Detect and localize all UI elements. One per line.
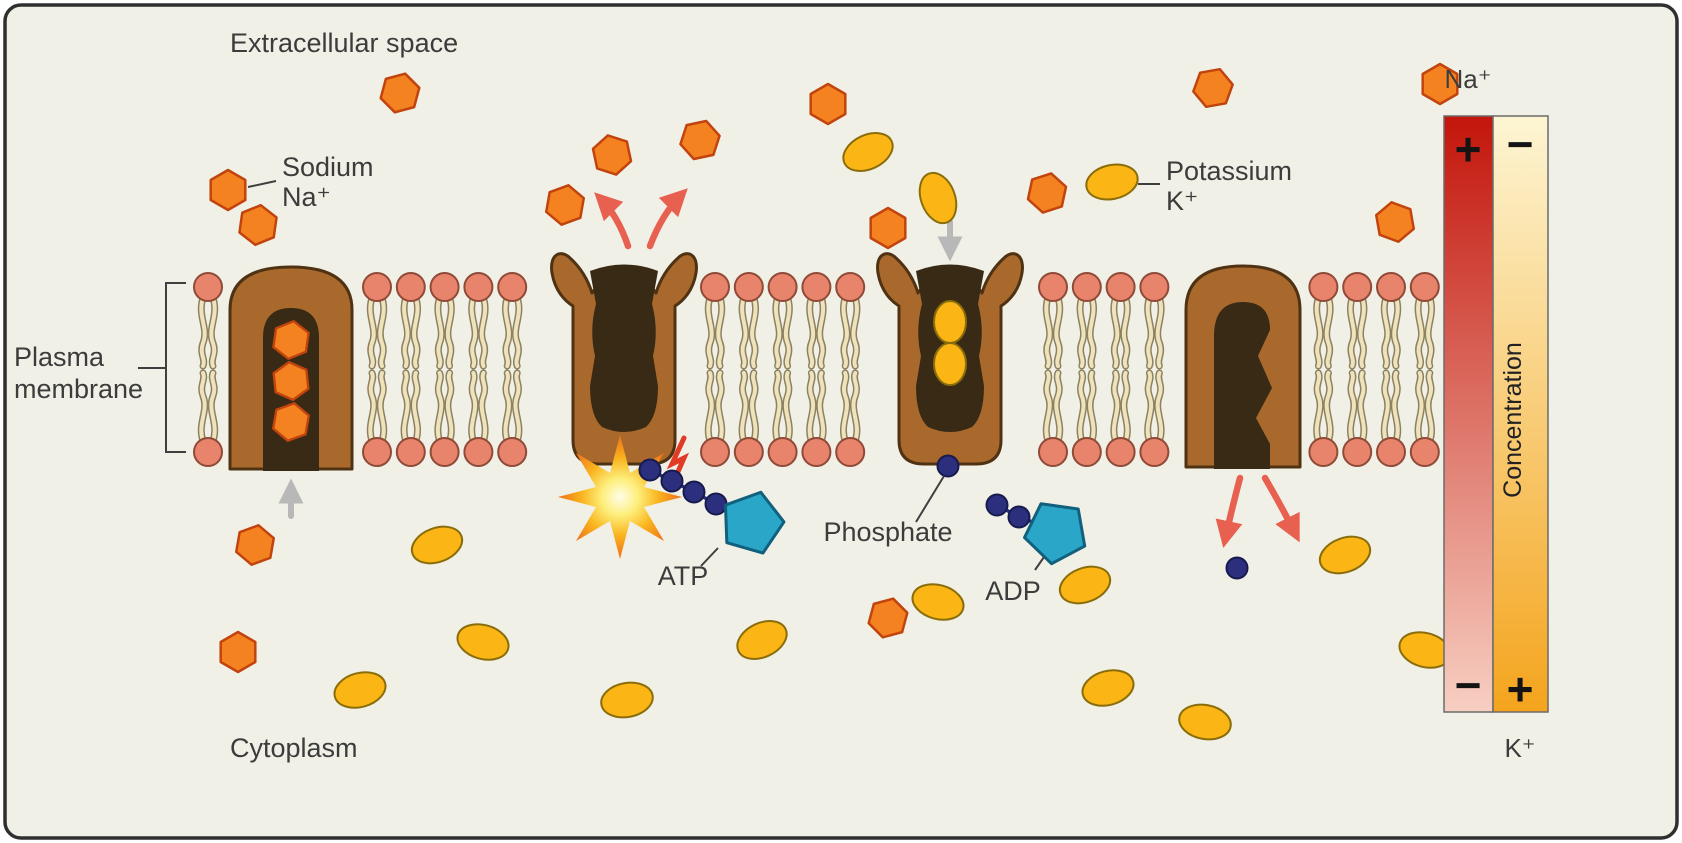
phosphate-icon	[638, 458, 662, 482]
pump-potassium-release	[1184, 264, 1302, 580]
potassium-ion-icon	[933, 342, 967, 386]
phosphate-icon	[660, 469, 684, 493]
sodium-ion-icon	[219, 630, 257, 674]
sodium-ion-icon	[209, 168, 247, 212]
energy-burst-icon	[558, 435, 682, 559]
plasma-membrane-bracket	[138, 282, 186, 453]
potassium-symbol-label: K⁺	[1166, 186, 1198, 216]
plasma-membrane-label: Plasma	[14, 342, 105, 372]
phosphate-icon	[936, 454, 960, 478]
phosphate-icon	[682, 480, 706, 504]
pump-sodium-binding	[228, 265, 354, 519]
na-bar-bottom-sign: −	[1455, 659, 1482, 711]
phosphate-icon	[1007, 505, 1031, 529]
sodium-release-arrow-icon	[594, 192, 632, 250]
sodium-ion-icon	[869, 206, 907, 250]
phosphate-icon	[704, 492, 728, 516]
atp-label: ATP	[658, 561, 709, 591]
concentration-label: Concentration	[1499, 342, 1527, 498]
extracellular-label: Extracellular space	[230, 28, 458, 58]
pump-potassium-binding	[876, 219, 1024, 478]
adp-phosphate: Phosphate ADP	[823, 475, 1092, 606]
concentration-gradient-panel: Na⁺ + − − + Concentration K⁺	[1443, 64, 1549, 763]
sodium-label: Sodium	[282, 152, 374, 182]
sodium-release-arrow-icon	[646, 188, 688, 250]
cytoplasm-label: Cytoplasm	[230, 733, 358, 763]
potassium-legend: Potassium K⁺	[1138, 156, 1292, 216]
na-bar-top-sign: +	[1455, 123, 1482, 175]
atp-hydrolysis: ATP	[558, 435, 794, 591]
na-gradient-label: Na⁺	[1445, 64, 1492, 94]
potassium-release-arrow-icon	[1261, 474, 1300, 543]
potassium-release-arrow-icon	[1215, 474, 1244, 549]
k-gradient-label: K⁺	[1504, 733, 1535, 763]
adp-label: ADP	[985, 576, 1041, 606]
k-bar-top-sign: −	[1507, 118, 1534, 170]
k-gradient-bar	[1492, 115, 1549, 713]
sodium-legend: Sodium Na⁺	[247, 152, 374, 212]
phosphate-label: Phosphate	[823, 517, 952, 547]
sodium-ion-icon	[809, 82, 847, 126]
phosphate-icon	[1225, 556, 1249, 580]
na-gradient-bar	[1443, 115, 1494, 713]
potassium-ion-icon	[933, 300, 967, 344]
sodium-symbol-label: Na⁺	[282, 182, 331, 212]
pump-sodium-release	[550, 188, 698, 466]
k-bar-bottom-sign: +	[1507, 663, 1534, 715]
potassium-label: Potassium	[1166, 156, 1292, 186]
plasma-membrane-label: membrane	[14, 374, 143, 404]
phosphate-icon	[985, 493, 1009, 517]
